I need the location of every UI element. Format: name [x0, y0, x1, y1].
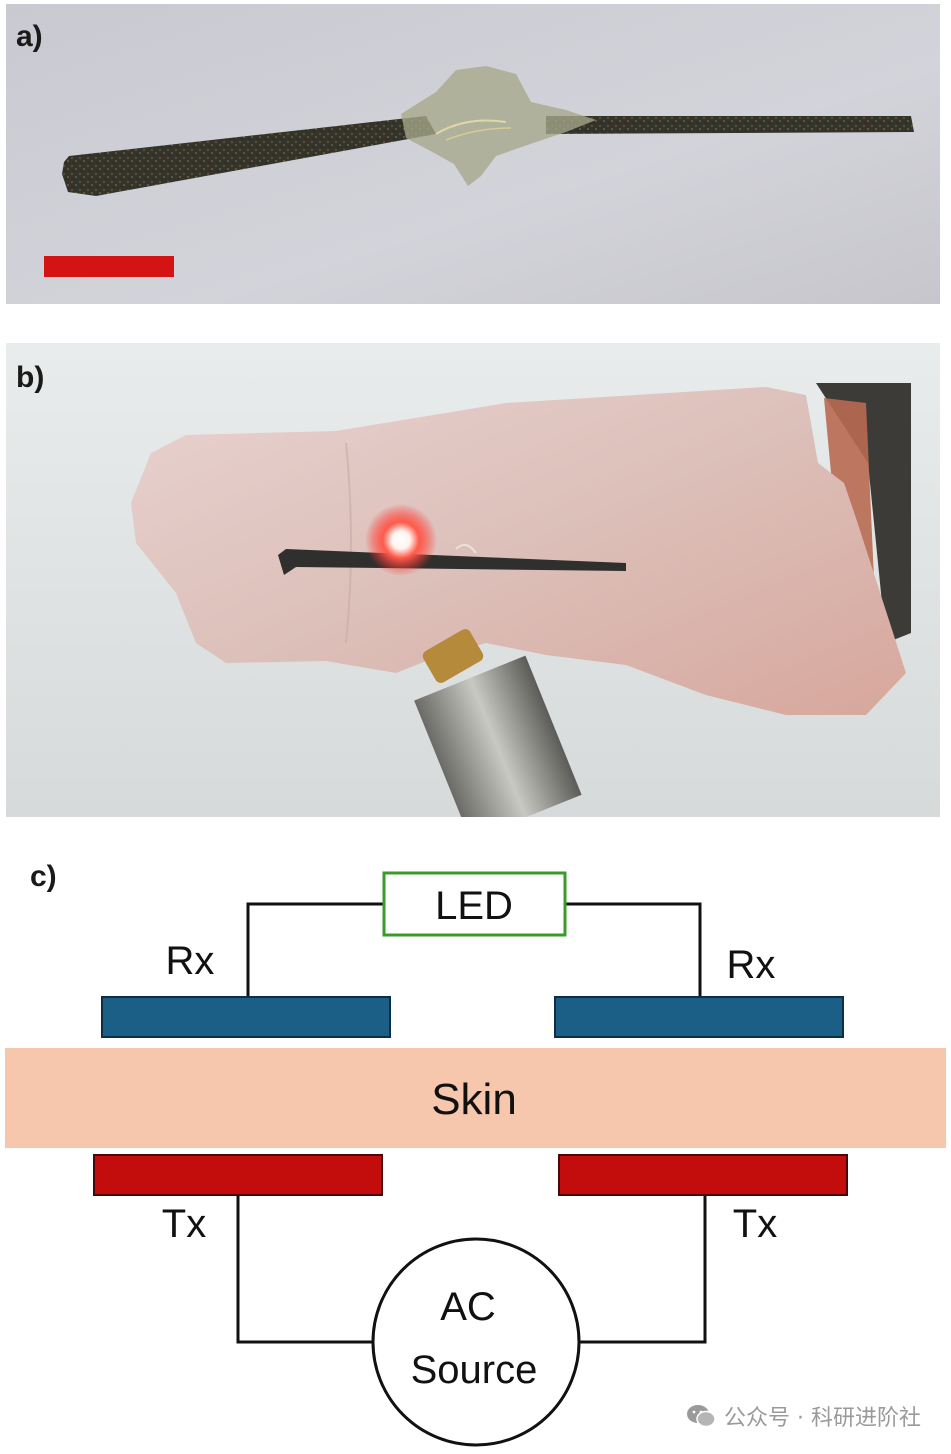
skin-label: Skin: [431, 1075, 517, 1124]
tx-right-label: Tx: [733, 1202, 777, 1246]
panel-label-c: c): [30, 860, 57, 893]
panel-a-photo: a): [6, 4, 940, 304]
led-box: [382, 871, 567, 937]
implanted-electrode: [278, 549, 626, 575]
panel-label-a: a): [16, 20, 43, 53]
led-glow: [365, 504, 437, 576]
connector-gold: [422, 629, 484, 683]
sma-connector: [414, 655, 582, 817]
electrode-strip-left: [62, 116, 436, 196]
backing-plate: [816, 383, 911, 643]
wireless-power-schematic: LED Rx Rx Skin Tx Tx AC Source: [5, 871, 946, 1447]
watermark: 公众号 · 科研进阶社: [686, 1400, 921, 1432]
tx-electrode-right: [558, 1154, 848, 1196]
tx-left-label: Tx: [162, 1202, 206, 1246]
scale-bar: [44, 256, 174, 277]
led-label: LED: [435, 884, 513, 928]
electrode-photo: [6, 4, 940, 304]
rx-electrode-right: [554, 996, 844, 1038]
tissue-sample: [131, 387, 906, 715]
rx-right-label: Rx: [727, 943, 776, 987]
wire-led-right: [565, 902, 702, 998]
electrode-strip-right: [546, 116, 914, 134]
encapsulation-gel: [401, 66, 596, 186]
ac-source-line2: Source: [411, 1348, 538, 1392]
tx-electrode-left: [93, 1154, 383, 1196]
tissue-photo: [6, 343, 940, 817]
ac-source-circle: [371, 1237, 581, 1447]
panel-c-schematic: LED Rx Rx Skin Tx Tx AC Source c): [0, 850, 951, 1454]
skin-layer: [5, 1048, 946, 1148]
rx-left-label: Rx: [166, 939, 215, 983]
panel-label-b: b): [16, 361, 45, 394]
rx-electrode-left: [101, 996, 391, 1038]
ac-source-line1: AC: [440, 1285, 496, 1329]
wire-source-left: [236, 1196, 374, 1344]
wechat-icon: [687, 1405, 716, 1428]
watermark-text: 公众号 · 科研进阶社: [724, 1406, 921, 1431]
panel-b-photo: b): [6, 343, 940, 817]
wire-source-right: [579, 1196, 707, 1344]
wire-led-left: [246, 902, 384, 998]
